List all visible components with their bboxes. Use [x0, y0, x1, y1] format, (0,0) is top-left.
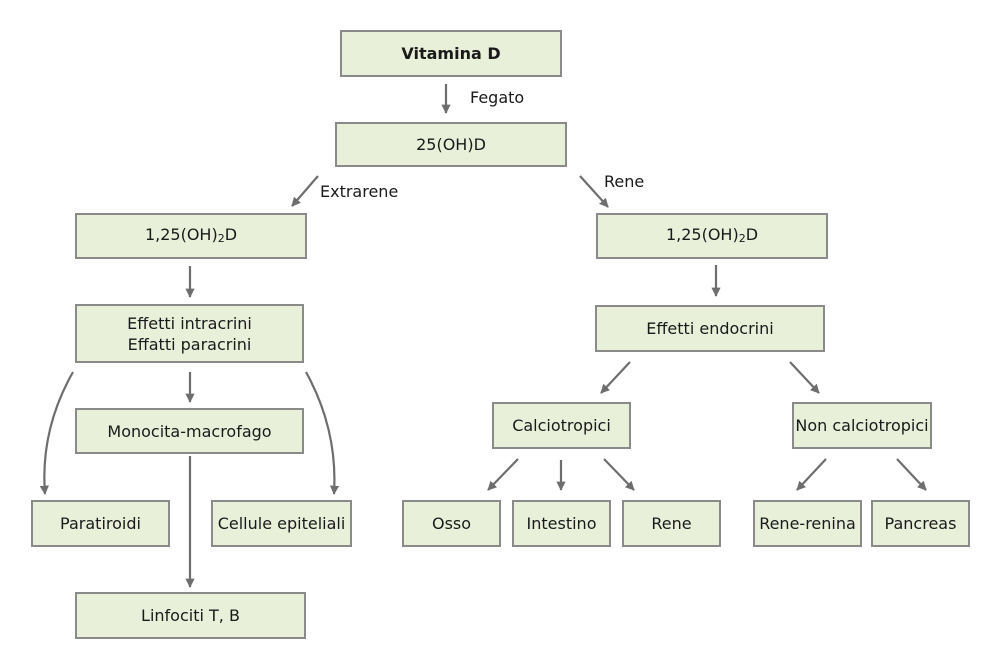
- arrow-endocrini-to-calciotropici: [600, 361, 631, 394]
- arrow-noncalcio-to-renina: [796, 458, 827, 491]
- node-intestino: Intestino: [512, 500, 611, 547]
- arrow-calcio-to-rene: [603, 458, 635, 491]
- label-extrarene: Extrarene: [320, 182, 399, 201]
- node-monocita-macrofago: Monocita-macrofago: [75, 408, 304, 454]
- node-effetti-intra-paracrini: Effetti intracrini Effatti paracrini: [75, 304, 304, 363]
- label-rene: Rene: [604, 172, 645, 191]
- arrow-25oh-to-right-125: [579, 175, 609, 208]
- arrow-noncalcio-to-pancreas: [896, 458, 927, 491]
- node-rene-renina: Rene-renina: [753, 500, 862, 547]
- label-fegato: Fegato: [470, 88, 525, 107]
- node-cellule-epiteliali: Cellule epiteliali: [211, 500, 352, 547]
- node-calciotropici: Calciotropici: [492, 402, 631, 449]
- arrow-effects-to-epiteliali: [305, 371, 340, 495]
- node-osso: Osso: [402, 500, 501, 547]
- node-vitamina-d: Vitamina D: [340, 30, 562, 77]
- node-125ohd-right-label: 1,25(OH)2D: [665, 224, 759, 245]
- node-non-calciotropici: Non calciotropici: [792, 402, 932, 449]
- arrow-endocrini-to-noncalcio: [789, 361, 820, 394]
- node-effetti-endocrini: Effetti endocrini: [595, 305, 825, 352]
- node-125ohd-left-label: 1,25(OH)2D: [144, 224, 238, 245]
- node-pancreas: Pancreas: [871, 500, 970, 547]
- node-linfociti: Linfociti T, B: [75, 592, 306, 639]
- arrow-effects-to-paratiroidi: [39, 371, 74, 495]
- node-25ohd: 25(OH)D: [335, 122, 567, 167]
- node-paratiroidi: Paratiroidi: [31, 500, 170, 547]
- arrow-25oh-to-left-125: [291, 175, 319, 207]
- node-125ohd-right: 1,25(OH)2D: [596, 213, 828, 259]
- node-rene: Rene: [622, 500, 721, 547]
- arrow-calcio-to-osso: [487, 458, 519, 491]
- node-125ohd-left: 1,25(OH)2D: [75, 213, 307, 259]
